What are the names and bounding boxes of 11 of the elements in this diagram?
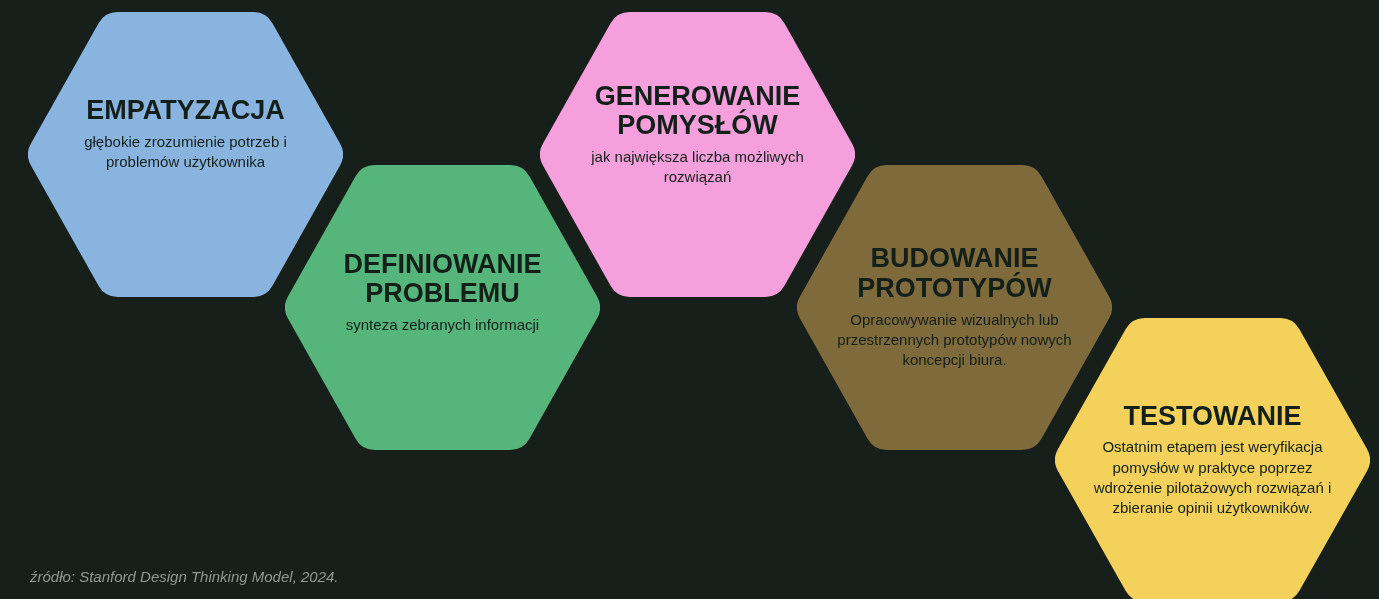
stage-heading: EMPATYZACJA [85,96,286,127]
stage-heading: TESTOWANIE [1122,401,1303,432]
stage-description: głębokie zrozumienie potrzeb i problemów użytkownika [83,132,288,173]
stage-description: jak największa liczba możliwych rozwiązań [590,146,805,188]
stage-heading: BUDOWANIE PROTOTYPÓW [856,244,1053,304]
stage-description: Opracowywanie wizualnych lub przestrzennych prototypów nowych koncepcji biura. [836,309,1073,371]
source-caption: źródło: Stanford Design Thinking Model, 2024. [30,568,339,585]
stage-heading: GENEROWANIE POMYSŁÓW [593,81,802,141]
stage-description: Ostatnim etapem jest weryfikacja pomysłów w praktyce poprzez wdrożenie pilotażowych rozwiązań i zbieranie opinii użytkowników. [1092,437,1333,519]
stage-heading: DEFINIOWANIE PROBLEMU [342,249,543,310]
stage-description: synteza zebranych informacji [344,315,541,336]
